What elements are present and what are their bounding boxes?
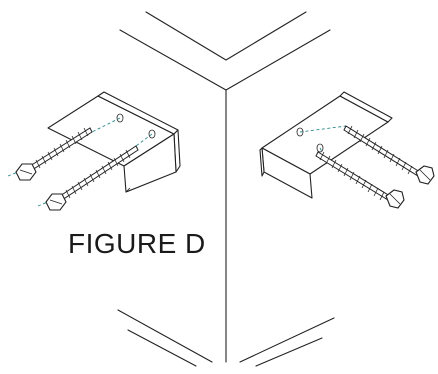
right-bracket (259, 91, 393, 199)
left-screw-upper (7, 117, 121, 181)
bracket-hole (116, 113, 124, 123)
left-screw-lower (37, 133, 153, 211)
right-screw-upper (299, 125, 435, 185)
bracket-hole (316, 143, 324, 153)
left-bracket (47, 91, 181, 193)
bracket-hole (148, 129, 156, 139)
wall-corner (117, 11, 335, 367)
right-screw-lower (315, 147, 405, 209)
figure-caption: FIGURE D (68, 228, 206, 259)
